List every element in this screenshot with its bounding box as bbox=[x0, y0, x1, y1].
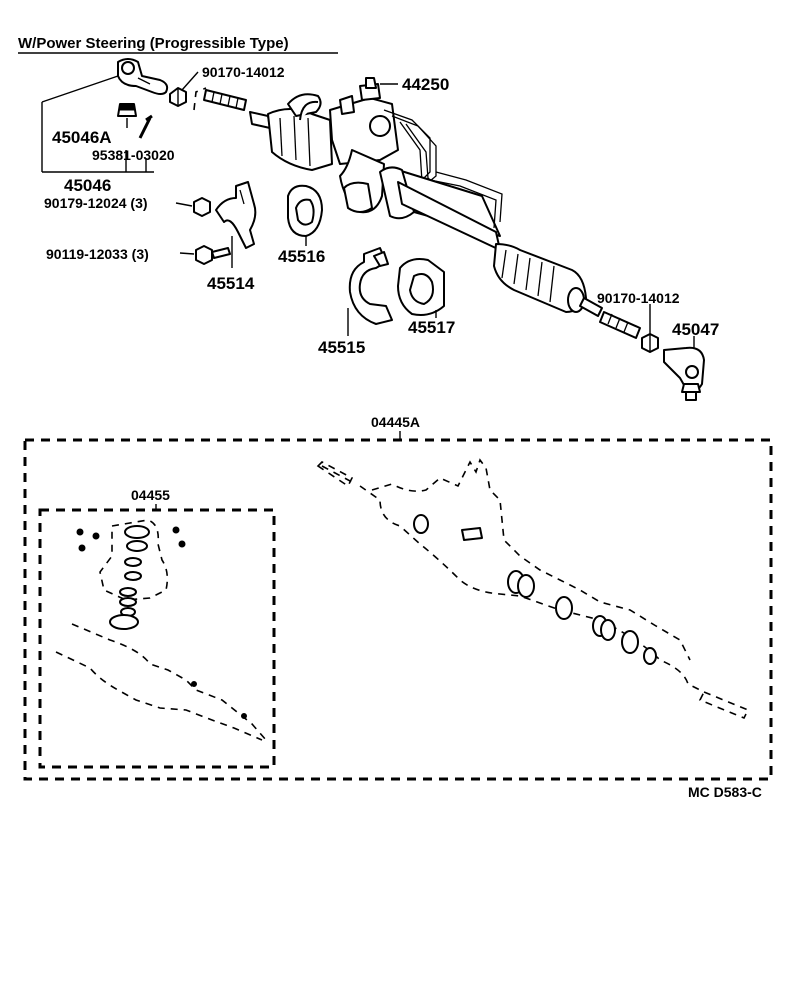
leader-45046 bbox=[41, 75, 154, 173]
label-tie-rod-end-left: 45046 bbox=[64, 176, 111, 195]
label-gasket-kit: 04445A bbox=[371, 414, 420, 430]
gasket-kit-frame bbox=[23, 438, 773, 781]
label-cotter-pin: 95381-03020 bbox=[92, 147, 175, 163]
bolt-90179 bbox=[175, 197, 211, 217]
label-grommet-1: 45516 bbox=[278, 247, 325, 266]
tie-rod-shaft-left bbox=[193, 87, 247, 111]
tie-rod-boot bbox=[117, 103, 137, 128]
diagram-title: W/Power Steering (Progressible Type) bbox=[18, 35, 289, 52]
gasket-kit-rack-outline bbox=[316, 458, 750, 720]
label-nut-left: 90170-14012 bbox=[202, 64, 285, 80]
label-nut-right: 90170-14012 bbox=[597, 290, 680, 306]
valve-kit-parts bbox=[55, 519, 267, 741]
steering-gear-assembly bbox=[249, 77, 641, 339]
label-bracket-2: 45515 bbox=[318, 338, 365, 357]
label-valve-kit: 04455 bbox=[131, 487, 170, 503]
label-bolt-2: 90119-12033 (3) bbox=[46, 246, 149, 262]
bracket-45514 bbox=[215, 181, 257, 268]
bolt-90119 bbox=[179, 245, 231, 265]
label-steering-gear: 44250 bbox=[402, 75, 449, 94]
bracket-45515 bbox=[347, 247, 393, 336]
grommet-45516 bbox=[287, 184, 323, 246]
tie-rod-end-left bbox=[117, 58, 169, 95]
nut-left bbox=[169, 87, 187, 107]
leader-nut-left bbox=[181, 71, 199, 91]
valve-kit-frame bbox=[38, 508, 276, 769]
nut-right bbox=[641, 304, 659, 353]
tie-rod-end-right bbox=[663, 336, 705, 401]
label-bracket-1: 45514 bbox=[207, 274, 255, 293]
label-grommet-2: 45517 bbox=[408, 318, 455, 337]
grommet-45517 bbox=[397, 258, 445, 318]
label-tie-rod-end-right: 45047 bbox=[672, 320, 719, 339]
label-bolt-1: 90179-12024 (3) bbox=[44, 195, 148, 211]
cotter-pin bbox=[138, 114, 153, 139]
label-tie-rod-boot: 45046A bbox=[52, 128, 112, 147]
drawing-code: MC D583-C bbox=[688, 784, 762, 800]
